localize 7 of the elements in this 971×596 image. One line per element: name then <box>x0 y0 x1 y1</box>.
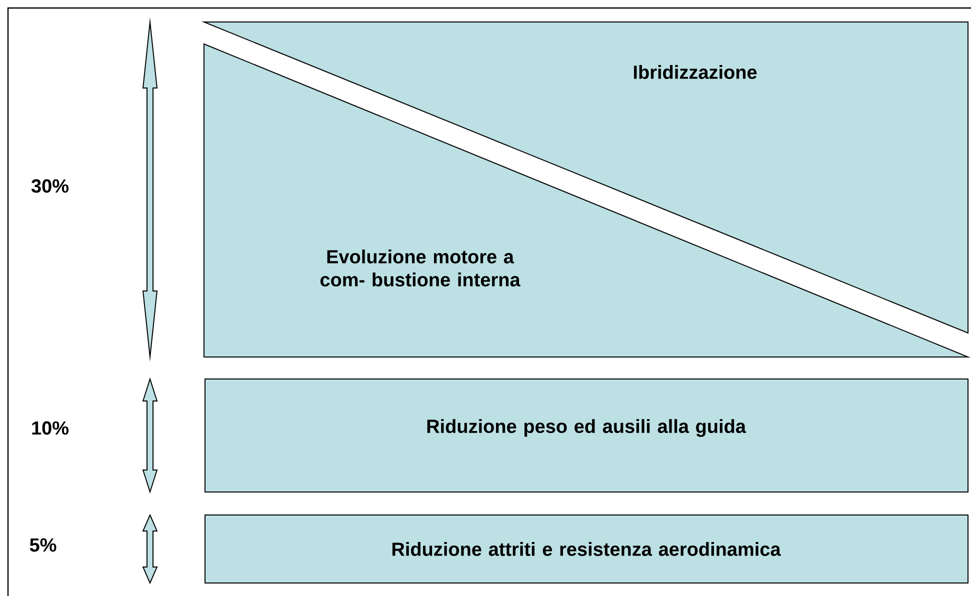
percentage-label: 5% <box>30 538 56 552</box>
percentage-label: 30% <box>31 179 69 193</box>
node-label: Ibridizzazione <box>634 65 757 79</box>
node-label: Evoluzione motore a com- bustione interna <box>320 250 520 286</box>
process-box: Riduzione attriti e resistenza aerodinamica <box>204 514 968 584</box>
process-box: Riduzione peso ed ausili alla guida <box>204 378 968 492</box>
percentage-label: 10% <box>32 421 69 435</box>
